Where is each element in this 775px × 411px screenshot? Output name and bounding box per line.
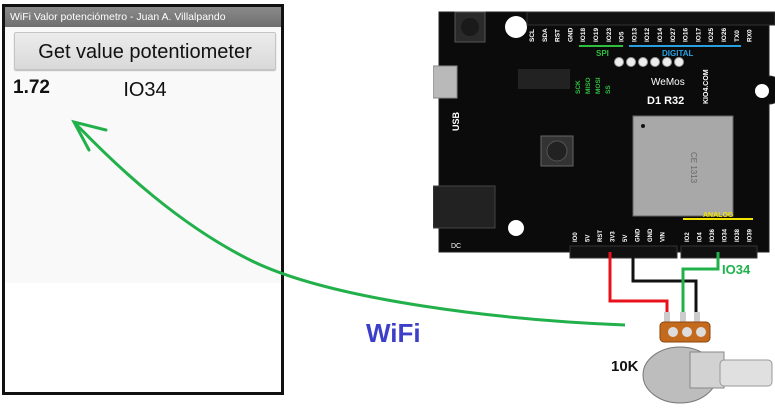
potentiometer-value-label: 1.72 [13, 77, 50, 98]
pin-label-gnd: GND [567, 27, 574, 42]
pin-label-io18: IO18 [580, 28, 587, 42]
esp32-module [632, 115, 734, 217]
power-pin-io0: IO0 [573, 232, 579, 242]
dc-jack [433, 185, 496, 229]
flash-pad-sd1 [674, 57, 684, 67]
power-pin-vin: VIN [661, 232, 667, 242]
potentiometer [642, 312, 773, 404]
power-pin-gnd: GND [648, 228, 654, 242]
pin-label-io17: IO17 [695, 28, 702, 42]
mount-hole [505, 16, 527, 38]
pin-label-io13: IO13 [631, 28, 638, 42]
pin-label-io27: IO27 [670, 28, 677, 42]
top-header [526, 11, 775, 26]
wifi-arrow [72, 120, 626, 327]
pin-label-rx0: RX0 [747, 29, 754, 42]
spi-pin-sck: SCK [575, 80, 582, 94]
usb-serial-chip [518, 69, 570, 89]
spi-pin-ss: SS [605, 85, 612, 94]
analog-pin-io2: IO2 [685, 232, 691, 242]
analog-pin-io38: IO38 [735, 228, 741, 242]
analog-pin-io4: IO4 [698, 232, 704, 242]
flash-pad-sd2 [614, 57, 624, 67]
pin-label-io25: IO25 [708, 28, 715, 42]
digital-label: DIGITAL [662, 49, 694, 58]
mount-hole [755, 84, 769, 98]
pin-label-rst: RST [555, 29, 562, 42]
power-pin-5v: 5V [623, 235, 629, 242]
pin-label-tx0: TX0 [734, 30, 741, 42]
flash-pad-sd3 [626, 57, 636, 67]
io34-label: IO34 [722, 262, 751, 277]
wire-io34 [681, 252, 720, 318]
flash-pad-clk [650, 57, 660, 67]
resistor-value-label: 10K [611, 358, 639, 375]
spi-pin-miso: MISO [585, 77, 592, 94]
analog-label: ANALOG [703, 212, 734, 219]
board-model: D1 R32 [647, 95, 684, 107]
wire-gnd [631, 252, 698, 318]
power-pin-gnd: GND [636, 228, 642, 242]
phone-screen: WiFi Valor potenciómetro - Juan A. Villa… [2, 4, 284, 395]
power-pin-3v3: 3V3 [611, 231, 617, 242]
power-header [569, 245, 678, 259]
dc-label: DC [451, 243, 461, 250]
pin-label-io19: IO19 [593, 28, 600, 42]
flash-pad-sd0 [662, 57, 672, 67]
analog-pin-io36: IO36 [710, 228, 716, 242]
mount-hole [508, 220, 524, 236]
pin-label-io26: IO26 [721, 28, 728, 42]
usb-port [433, 65, 458, 99]
pin-label-scl: SCL [529, 29, 536, 42]
site-label: KIO4.COM [703, 69, 710, 104]
wifi-label: WiFi [366, 318, 421, 348]
get-value-button[interactable]: Get value potentiometer IO34 [14, 32, 276, 101]
power-pin-rst: RST [598, 230, 604, 242]
usb-label: USB [451, 111, 461, 131]
pin-label-io23: IO23 [606, 28, 613, 42]
pin-label-io14: IO14 [657, 28, 664, 42]
pin-label-sda: SDA [542, 28, 549, 42]
pin-label-io16: IO16 [683, 28, 690, 42]
arrow-head [71, 119, 108, 152]
analog-pin-io39: IO39 [748, 228, 754, 242]
power-pin-5v: 5V [586, 235, 592, 242]
analog-pin-io34: IO34 [723, 228, 729, 242]
spi-label: SPI [596, 49, 609, 58]
svg-text:CE 1313: CE 1313 [689, 152, 698, 184]
pin-label-io12: IO12 [644, 28, 651, 42]
app-body: Get value potentiometer IO34 1.72 [5, 27, 281, 283]
wire-3v3 [608, 252, 669, 318]
flash-pad-cmd [638, 57, 648, 67]
brand-logo: WeMos [651, 77, 685, 88]
spi-pin-mosi: MOSI [595, 77, 602, 94]
pin-label-io5: IO5 [619, 31, 626, 42]
app-title-bar: WiFi Valor potenciómetro - Juan A. Villa… [5, 7, 281, 27]
